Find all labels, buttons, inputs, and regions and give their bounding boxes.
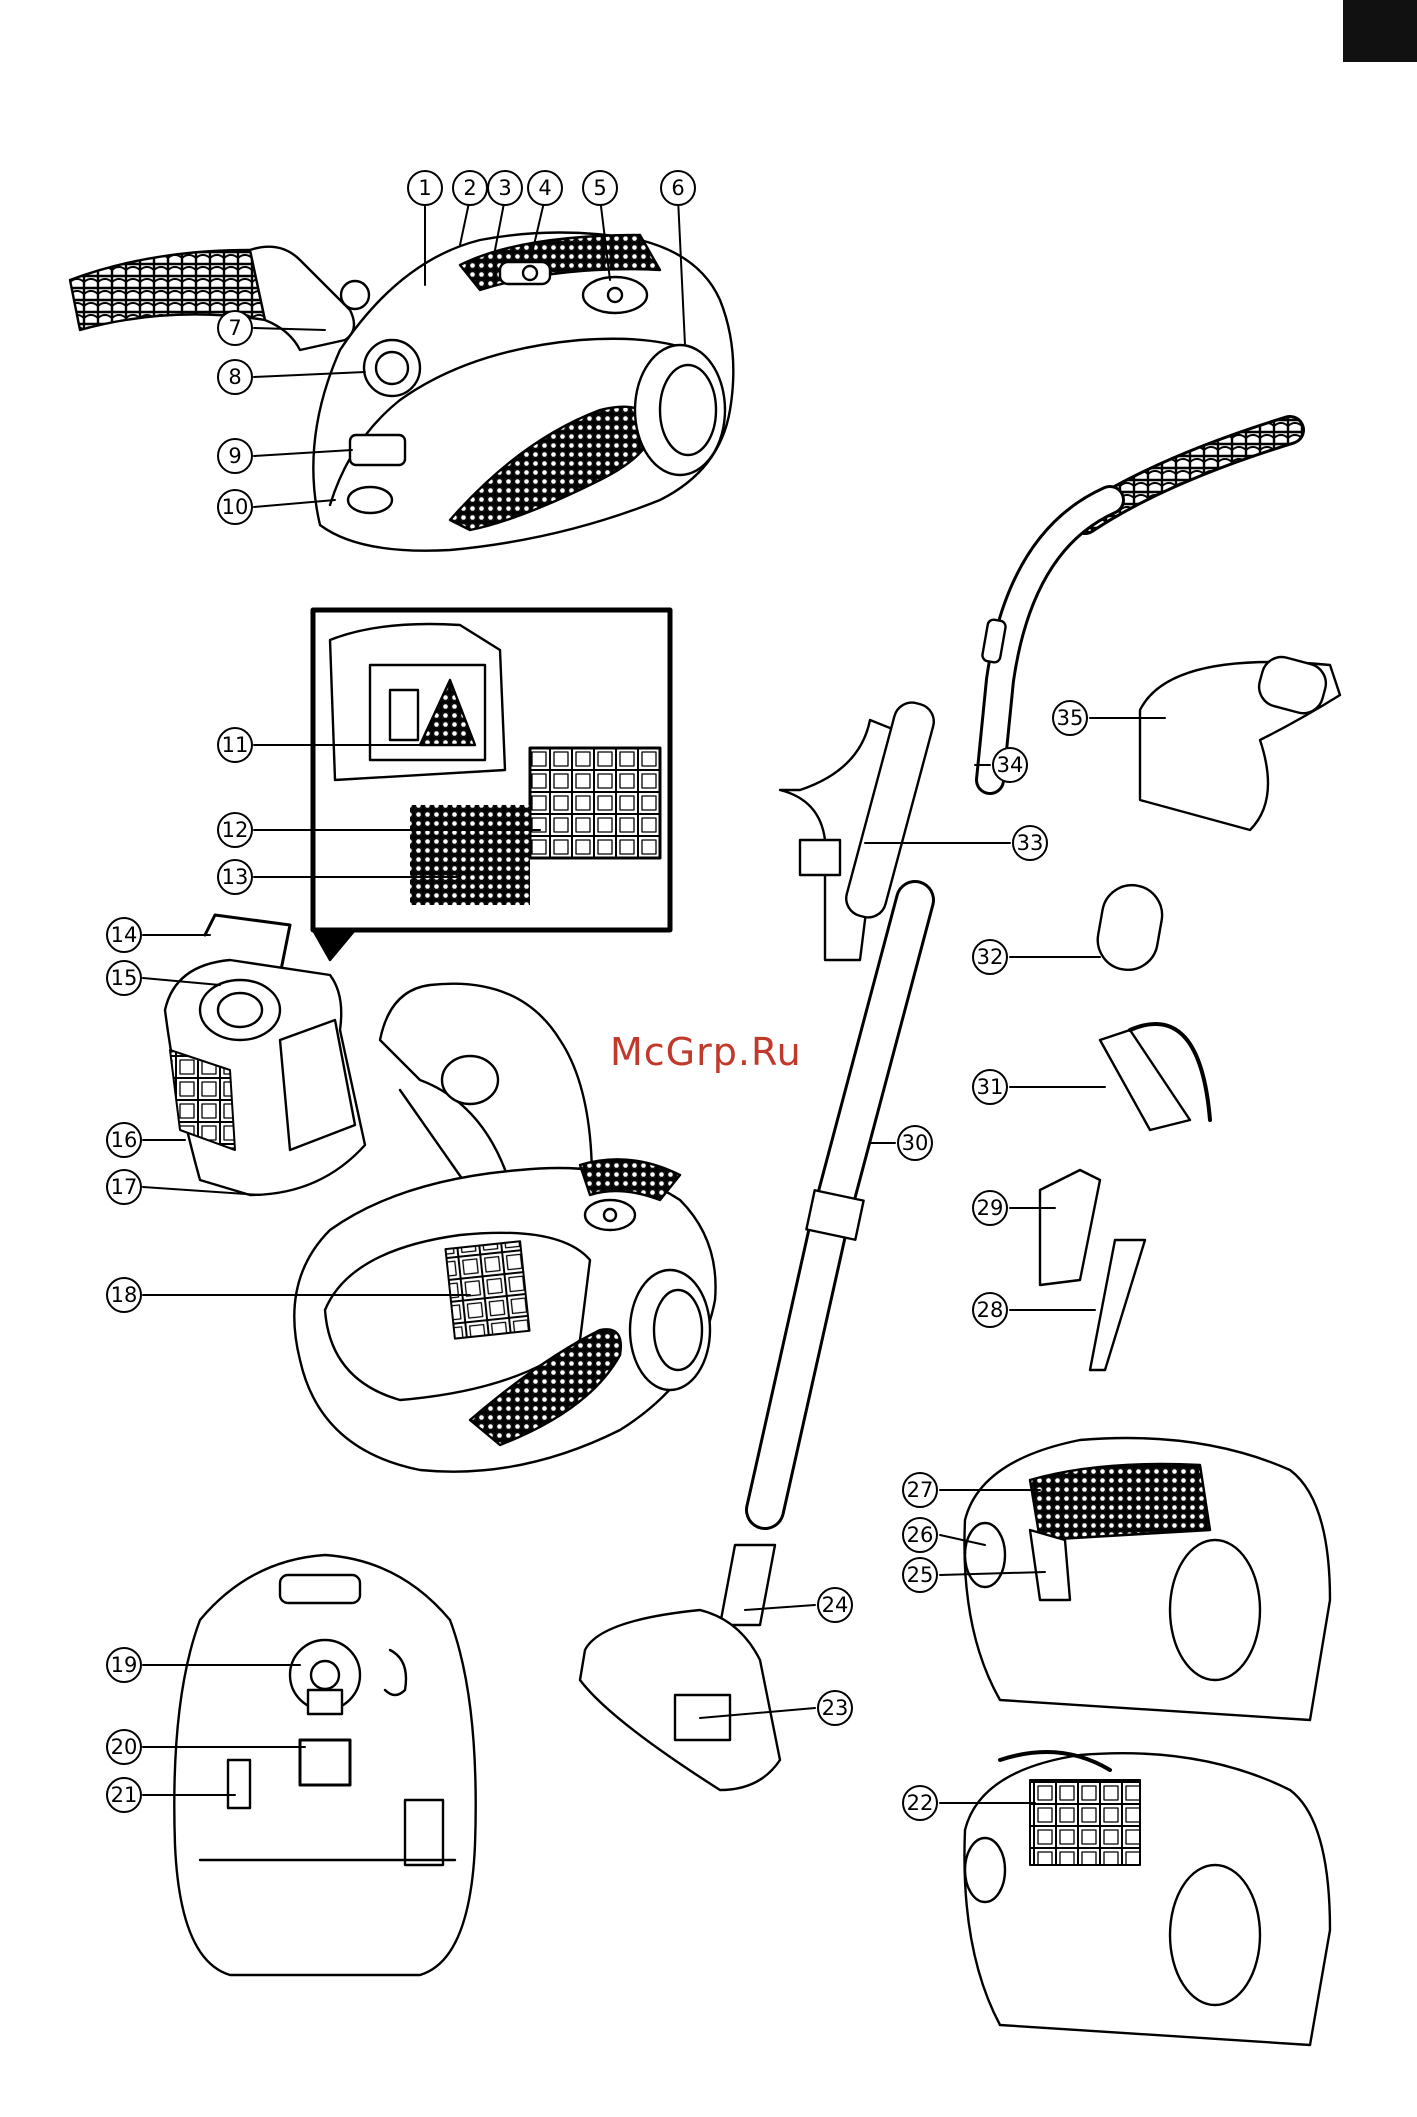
callout-5: 5 [583, 171, 617, 205]
callout-30: 30 [898, 1126, 932, 1160]
callout-number: 1 [418, 176, 431, 200]
callout-number: 22 [907, 1791, 934, 1815]
callout-26: 26 [903, 1518, 937, 1552]
callout-number: 14 [111, 923, 138, 947]
callout-number: 7 [228, 316, 241, 340]
callout-29: 29 [973, 1191, 1007, 1225]
callout-15: 15 [107, 961, 141, 995]
callout-20: 20 [107, 1730, 141, 1764]
callout-number: 10 [222, 495, 249, 519]
callout-number: 21 [111, 1783, 138, 1807]
callout-10: 10 [218, 490, 252, 524]
vacuum-rear-open-view [964, 1752, 1330, 2045]
callout-1: 1 [408, 171, 442, 205]
callout-number: 9 [228, 444, 241, 468]
callout-18: 18 [107, 1278, 141, 1312]
callout-number: 25 [907, 1563, 934, 1587]
callout-13: 13 [218, 860, 252, 894]
callout-8: 8 [218, 360, 252, 394]
vacuum-front-view [70, 233, 733, 551]
callout-2: 2 [453, 171, 487, 205]
callout-number: 26 [907, 1523, 934, 1547]
callout-number: 23 [822, 1696, 849, 1720]
callout-34: 34 [993, 748, 1027, 782]
callout-12: 12 [218, 813, 252, 847]
accessories [1040, 653, 1340, 1370]
callout-7: 7 [218, 311, 252, 345]
callout-number: 34 [997, 753, 1024, 777]
callout-22: 22 [903, 1786, 937, 1820]
callout-number: 2 [463, 176, 476, 200]
callout-number: 29 [977, 1196, 1004, 1220]
callout-number: 30 [902, 1131, 929, 1155]
callout-number: 31 [977, 1075, 1004, 1099]
callout-number: 3 [498, 176, 511, 200]
callout-number: 4 [538, 176, 551, 200]
callout-35: 35 [1053, 701, 1087, 735]
callout-number: 12 [222, 818, 249, 842]
callout-number: 19 [111, 1653, 138, 1677]
callout-4: 4 [528, 171, 562, 205]
callout-number: 28 [977, 1298, 1004, 1322]
callout-6: 6 [661, 171, 695, 205]
callout-number: 6 [671, 176, 684, 200]
floor-nozzle [580, 1545, 780, 1790]
callout-14: 14 [107, 918, 141, 952]
callout-number: 13 [222, 865, 249, 889]
callout-9: 9 [218, 439, 252, 473]
callout-33: 33 [1013, 826, 1047, 860]
callout-27: 27 [903, 1473, 937, 1507]
filter-inset [313, 610, 670, 960]
callout-number: 32 [977, 945, 1004, 969]
callout-3: 3 [488, 171, 522, 205]
callout-number: 16 [111, 1128, 138, 1152]
callout-number: 33 [1017, 831, 1044, 855]
callout-number: 18 [111, 1283, 138, 1307]
telescopic-tube [765, 699, 938, 1510]
callout-number: 27 [907, 1478, 934, 1502]
callout-number: 24 [822, 1593, 849, 1617]
callout-25: 25 [903, 1558, 937, 1592]
callout-number: 15 [111, 966, 138, 990]
callout-number: 35 [1057, 706, 1084, 730]
watermark-text: McGrp.Ru [610, 1030, 802, 1074]
callout-number: 17 [111, 1175, 138, 1199]
callout-number: 20 [111, 1735, 138, 1759]
callout-number: 5 [593, 176, 606, 200]
vacuum-rear-view [964, 1438, 1330, 1720]
callout-28: 28 [973, 1293, 1007, 1327]
vacuum-bottom-view [174, 1555, 475, 1975]
callout-32: 32 [973, 940, 1007, 974]
dust-container [165, 915, 365, 1195]
callout-24: 24 [818, 1588, 852, 1622]
callout-number: 11 [222, 733, 249, 757]
callout-16: 16 [107, 1123, 141, 1157]
callout-31: 31 [973, 1070, 1007, 1104]
callout-19: 19 [107, 1648, 141, 1682]
callout-17: 17 [107, 1170, 141, 1204]
callout-11: 11 [218, 728, 252, 762]
callout-number: 8 [228, 365, 241, 389]
callout-23: 23 [818, 1691, 852, 1725]
callout-21: 21 [107, 1778, 141, 1812]
